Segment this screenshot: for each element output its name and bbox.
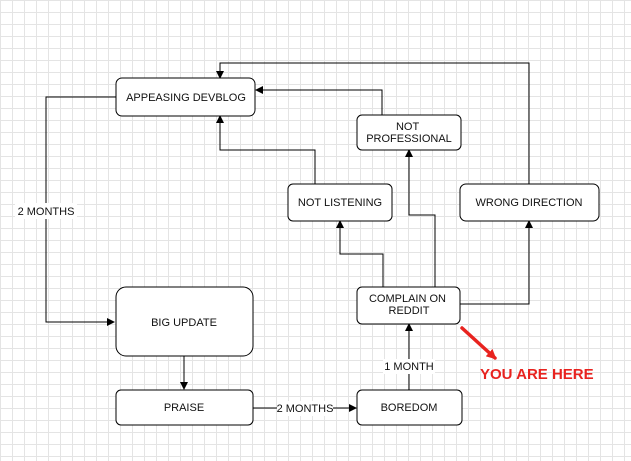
edges <box>45 62 533 412</box>
you-are-here-callout: YOU ARE HERE <box>460 326 594 383</box>
svg-text:NOT PROFESSIONAL: NOT PROFESSIONAL <box>366 121 452 145</box>
node-label-line-2: REDDIT <box>389 305 430 317</box>
node-label: BOREDOM <box>381 402 438 414</box>
callout-arrow <box>460 326 497 360</box>
edge-complain-to-not-professional <box>405 149 436 287</box>
node-wrong-direction: WRONG DIRECTION <box>459 183 600 222</box>
svg-text:APPEASING DEVBLOG: APPEASING DEVBLOG <box>126 92 246 104</box>
you-are-here-text: YOU ARE HERE <box>480 366 594 383</box>
edge-not-professional-to-appeasing <box>255 86 383 115</box>
node-label-line-2: PROFESSIONAL <box>366 133 452 145</box>
node-label: NOT LISTENING <box>298 197 382 209</box>
edge-not-listening-to-appeasing <box>216 115 316 184</box>
edge-complain-to-wrong-direction <box>460 220 533 305</box>
label-2-months-bottom: 2 MONTHS <box>277 403 334 415</box>
node-label-line-1: NOT <box>396 121 420 133</box>
node-label-line-1: COMPLAIN ON <box>369 293 446 305</box>
node-label: PRAISE <box>164 402 204 414</box>
svg-text:NOT LISTENING: NOT LISTENING <box>298 197 382 209</box>
node-not-listening: NOT LISTENING <box>287 183 393 222</box>
svg-text:BOREDOM: BOREDOM <box>381 402 438 414</box>
svg-text:PRAISE: PRAISE <box>164 402 204 414</box>
label-1-month: 1 MONTH <box>384 361 434 373</box>
edge-labels: 2 MONTHS 2 MONTHS 1 MONTH <box>15 203 435 416</box>
edge-wrong-direction-to-appeasing <box>216 62 530 184</box>
node-not-professional: NOT PROFESSIONAL <box>356 114 462 151</box>
node-appeasing-devblog: APPEASING DEVBLOG <box>115 77 256 117</box>
node-label: APPEASING DEVBLOG <box>126 92 246 104</box>
node-label: BIG UPDATE <box>151 317 217 329</box>
node-complain-on-reddit: COMPLAIN ON REDDIT <box>356 286 461 325</box>
node-big-update: BIG UPDATE <box>115 286 254 357</box>
svg-text:COMPLAIN ON REDDIT: COMPLAIN ON REDDIT <box>369 293 449 317</box>
svg-text:BIG UPDATE: BIG UPDATE <box>151 317 217 329</box>
node-label: WRONG DIRECTION <box>476 197 583 209</box>
label-2-months-left: 2 MONTHS <box>18 206 75 218</box>
edge-complain-to-not-listening <box>336 220 384 287</box>
node-boredom: BOREDOM <box>356 389 463 426</box>
svg-text:WRONG DIRECTION: WRONG DIRECTION <box>476 197 583 209</box>
node-praise: PRAISE <box>115 389 254 426</box>
